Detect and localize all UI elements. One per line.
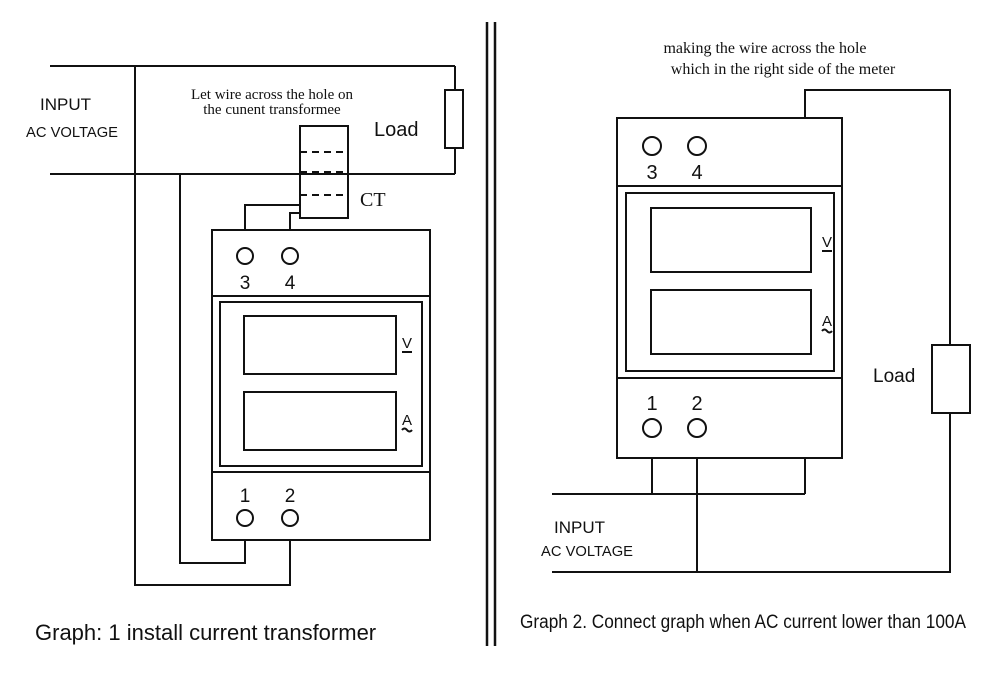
graph2-terminal-1-label: 1 <box>646 393 657 415</box>
graph1-ac-voltage-label: AC VOLTAGE <box>26 124 118 141</box>
graph2-load-resistor <box>931 344 971 414</box>
graph2-terminal-3-label: 3 <box>646 162 657 184</box>
graph1-ct-lead-3 <box>244 204 300 230</box>
graph1-volt-symbol: V <box>402 335 412 352</box>
graph2-input-label: INPUT <box>554 518 605 537</box>
graph2-ac-voltage-label: AC VOLTAGE <box>541 543 633 560</box>
graph2-terminal-4-label: 4 <box>691 162 702 184</box>
graph2-voltage-display <box>650 207 812 273</box>
graph2-terminal-1-icon <box>642 418 662 438</box>
graph1-ct-note-line1: Let wire across the hole on <box>191 87 354 103</box>
graph1-voltage-display <box>243 315 397 375</box>
graph1-terminal-3-label: 3 <box>240 273 251 294</box>
graph2-terminal-2-icon <box>687 418 707 438</box>
graph1-ct-lead-4 <box>289 212 300 230</box>
graph2-display-panel <box>625 192 835 372</box>
graph2-note-line1: making the wire across the hole <box>663 40 866 57</box>
graph1: INPUT AC VOLTAGE Let wire across the hol… <box>26 65 464 645</box>
graph1-ct-label: CT <box>360 189 386 211</box>
graph1-terminal-2-label: 2 <box>285 486 296 507</box>
graph2-load-return-wire <box>697 413 951 573</box>
graph1-terminal-1-label: 1 <box>240 486 251 507</box>
graph2-caption: Graph 2. Connect graph when AC current l… <box>520 612 966 633</box>
graph1-load-label: Load <box>374 119 419 141</box>
graph1-ct-note-line2: the cunent transformee <box>203 102 341 118</box>
graph1-terminal-3-icon <box>236 247 254 265</box>
graph2: making the wire across the hole which in… <box>520 40 971 633</box>
graph2-amp-symbol: A <box>822 313 832 330</box>
graph1-ac-wave-icon <box>401 427 413 433</box>
graph2-meter-body <box>616 117 843 459</box>
graph1-terminal-4-label: 4 <box>285 273 296 294</box>
graph1-current-display <box>243 391 397 451</box>
graph2-load-label: Load <box>873 366 915 387</box>
graph1-meter-body <box>211 229 431 541</box>
graph2-note-line2: which in the right side of the meter <box>671 61 896 78</box>
graph1-terminal-2-icon <box>281 509 299 527</box>
graph2-volt-symbol: V <box>822 234 832 251</box>
graph1-terminal-1-icon <box>236 509 254 527</box>
graph2-terminal-3-icon <box>642 136 662 156</box>
graph2-load-top-wire <box>804 89 951 345</box>
graph2-terminal-4-icon <box>687 136 707 156</box>
graph1-caption: Graph: 1 install current transformer <box>35 620 376 645</box>
graph1-terminal-4-icon <box>281 247 299 265</box>
graph1-display-panel <box>219 301 423 467</box>
graph2-ac-wave-icon <box>821 328 833 334</box>
graph1-terminal-2-wire <box>134 174 291 586</box>
graph1-input-label: INPUT <box>40 95 91 114</box>
graph2-current-display <box>650 289 812 355</box>
graph1-load-resistor <box>444 89 464 149</box>
graph1-amp-symbol: A <box>402 412 412 429</box>
graph2-terminal-2-label: 2 <box>691 393 702 415</box>
graph1-terminal-1-wire <box>179 174 246 564</box>
